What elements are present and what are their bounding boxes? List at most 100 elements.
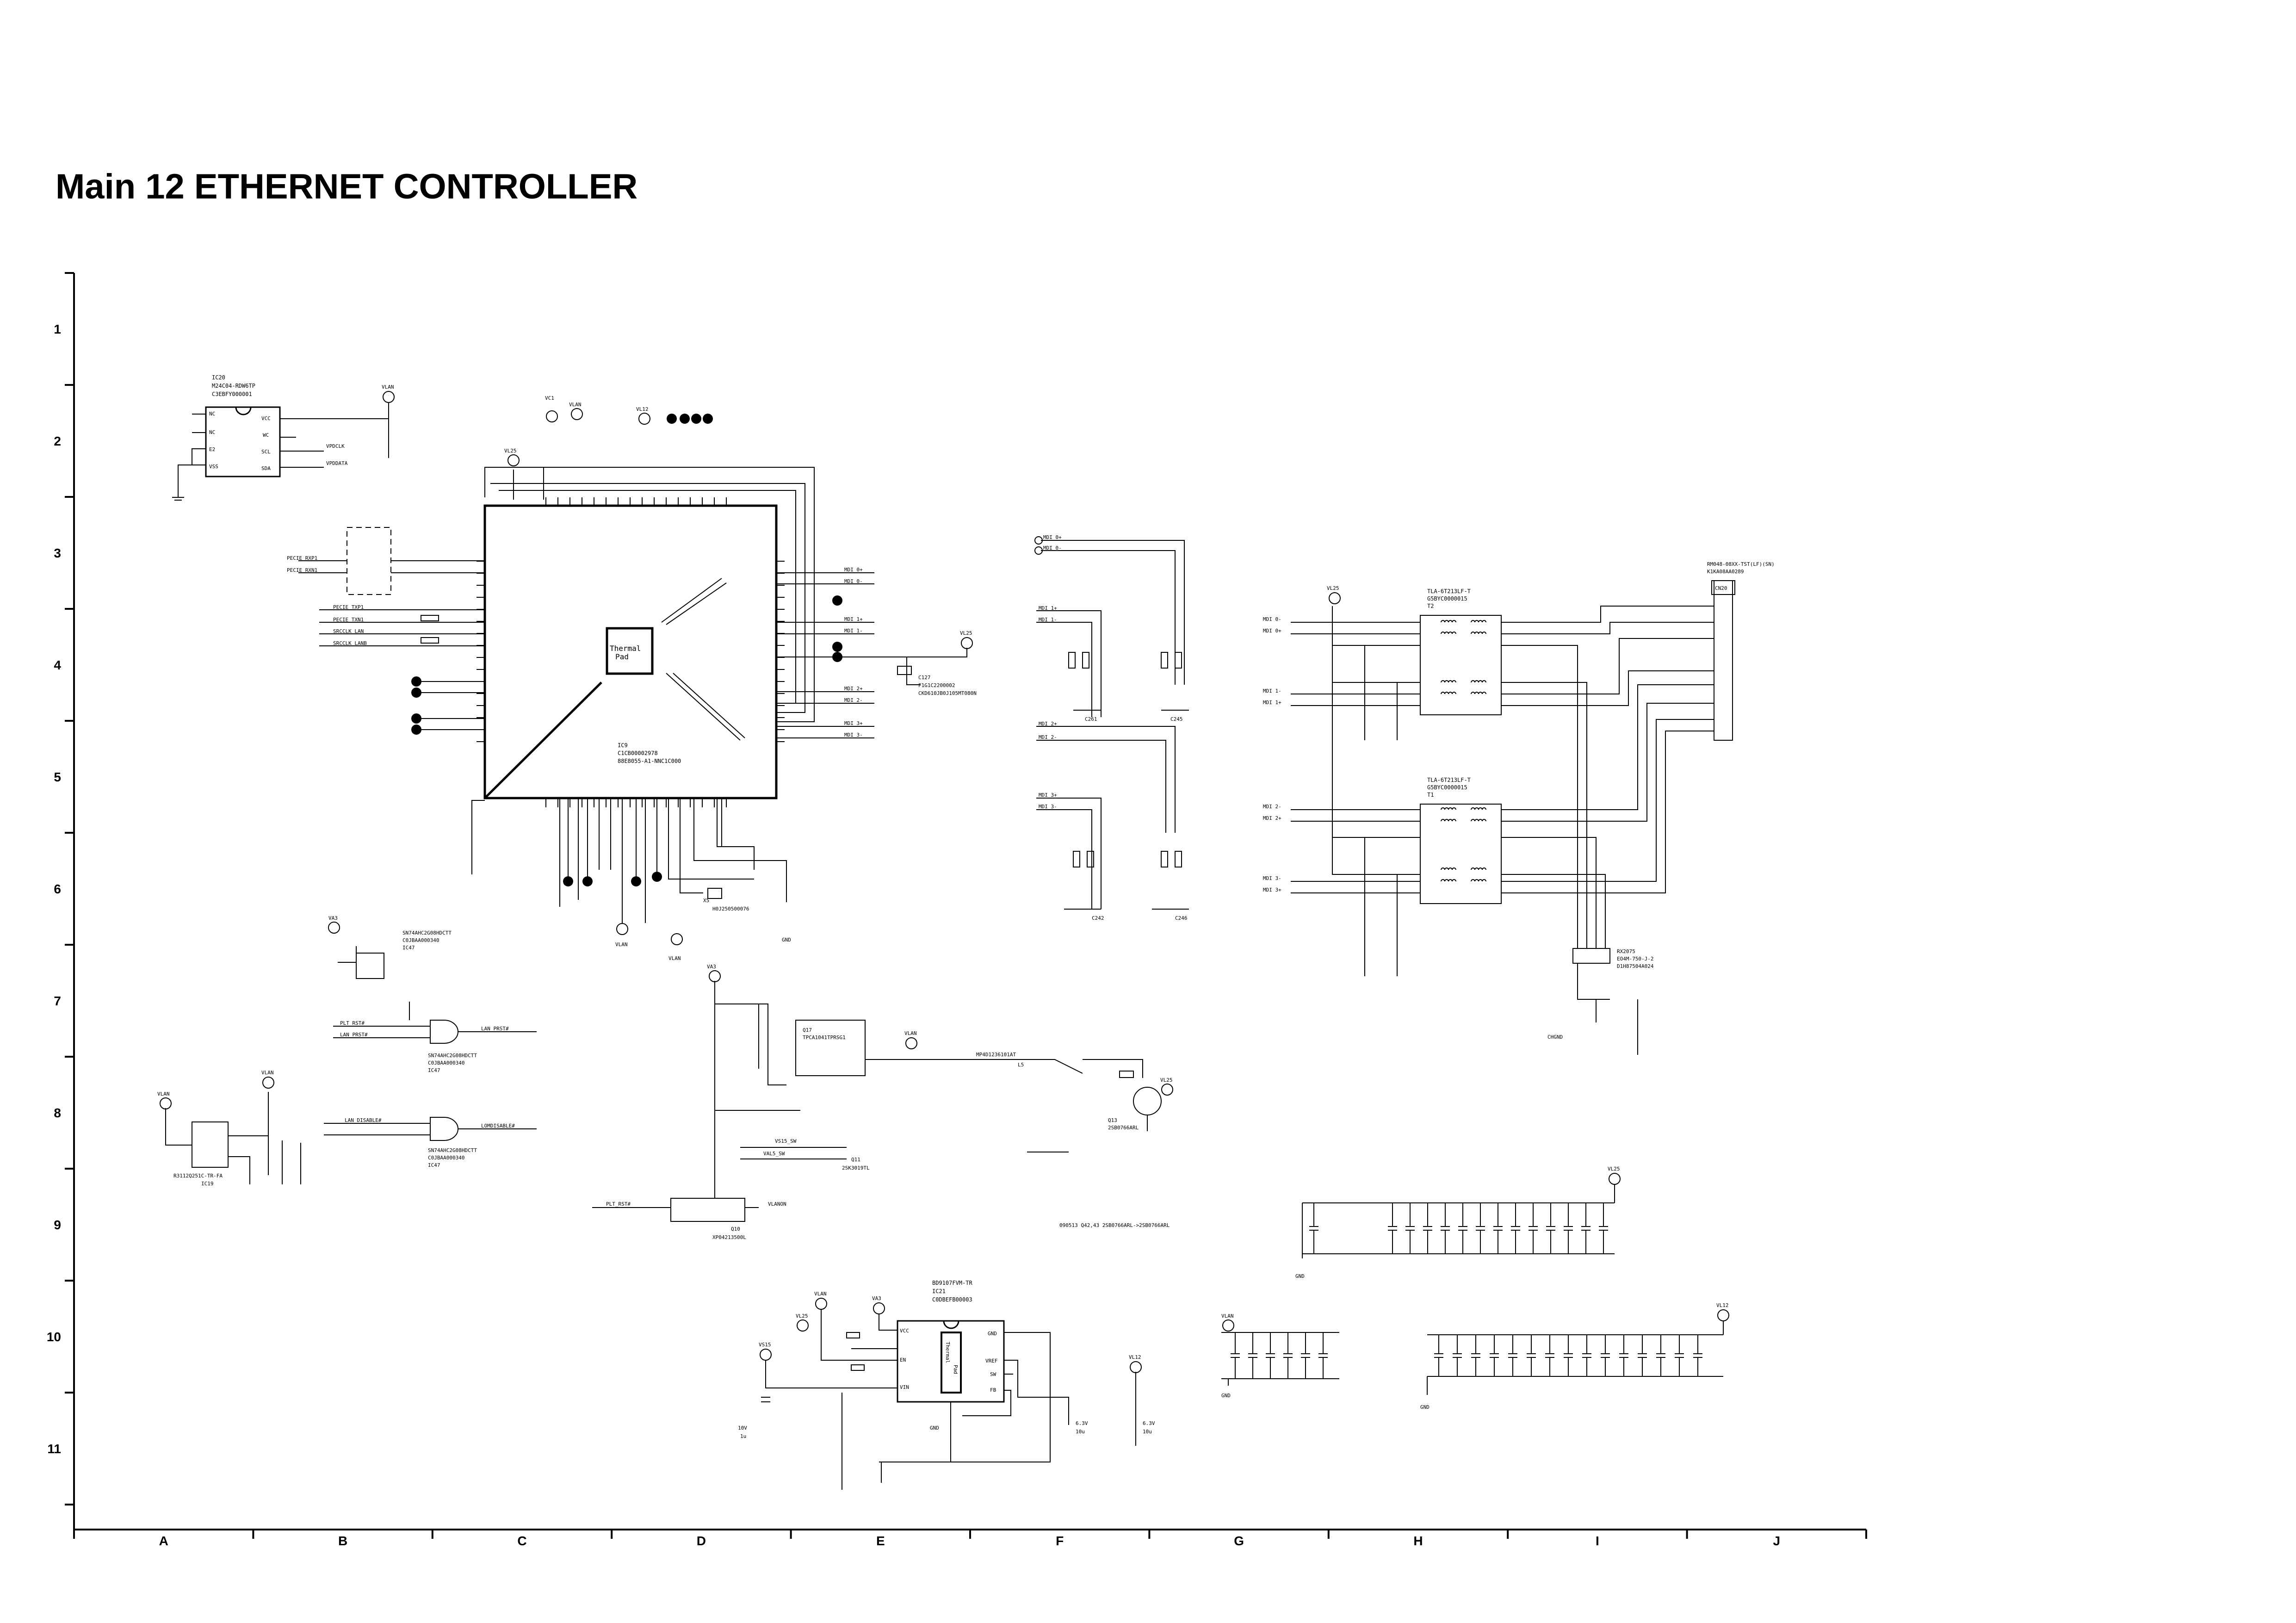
ic9-part1: C1CB00002978 [618, 750, 658, 756]
coil-turn [1448, 680, 1453, 683]
ic21-va3: VA3 [872, 1295, 881, 1301]
coil-turn [1478, 680, 1483, 683]
coil-turn [1482, 680, 1486, 683]
ic19-part1: R3112Q251C-TR-FA [173, 1173, 223, 1179]
q13-ref: Q13 [1108, 1117, 1117, 1123]
mag-mdi1m: MDI 1- [1263, 688, 1281, 694]
row-label: 4 [54, 658, 61, 672]
ic20-eeprom: IC20 M24C04-RDW6TP C3EBFY000001 NC NC E2… [172, 374, 395, 501]
ic21-pad-line1: Thermal [945, 1342, 951, 1363]
t1-part2: G5BYC0000015 [1427, 784, 1467, 791]
coil-turn [1452, 879, 1456, 882]
c216-value: 10u [1143, 1429, 1152, 1435]
q17-ref: Q17 [803, 1027, 812, 1033]
ic9-mdi0p: MDI 0+ [844, 567, 863, 573]
ic9-vlan-top: VLAN [569, 402, 582, 408]
bank2-gnd: GND [1221, 1393, 1231, 1399]
mag-mdi3p: MDI 3+ [1263, 887, 1281, 893]
power-switch [592, 981, 1162, 1222]
ic9-mdi0m: MDI 0- [844, 578, 863, 584]
transformer-coils [1441, 620, 1486, 882]
coil-turn [1452, 867, 1456, 870]
pecie-txp-label: PECIE_TXP1 [333, 604, 364, 610]
coil-turn [1471, 879, 1475, 882]
ic21-pin-gnd: GND [988, 1331, 997, 1337]
ic9-vc1: VC1 [545, 395, 554, 401]
q10-part1: XP04213500L [712, 1234, 746, 1240]
ic9-vl12: VL12 [636, 406, 649, 412]
ic20-pin-vss: VSS [209, 464, 218, 470]
ic9-ethernet-controller: Thermal Pad IC9 C1CB00002978 88E8055-A1-… [287, 395, 977, 961]
cn20-part2: K1KA08AA0289 [1707, 569, 1744, 575]
ic47a-part1: SN74AHC2G08HDCTT [402, 930, 452, 936]
ic9-mdi3m: MDI 3- [844, 732, 863, 738]
col-label: B [338, 1534, 347, 1548]
row-label: 1 [54, 322, 61, 336]
c245-ref: C245 [1170, 716, 1183, 722]
ic21-part2: C0DBEFB00003 [932, 1296, 972, 1303]
ic20-pin-nc2: NC [209, 429, 215, 435]
ic20-pin-e2: E2 [209, 446, 215, 452]
ic21-gnd: GND [930, 1425, 939, 1431]
coil-turn [1471, 807, 1475, 810]
rm-part2: D1H87504A024 [1617, 963, 1654, 969]
srcclk-lanb-label: SRCCLK_LANB [333, 640, 367, 646]
ic21-vl25: VL25 [796, 1313, 808, 1319]
coil-turn [1482, 867, 1486, 870]
ic20-pin-vcc: VCC [261, 415, 271, 421]
coil-turn [1441, 807, 1445, 810]
q10-ref: Q10 [731, 1226, 740, 1232]
ic20-pin-wc: WC [263, 432, 269, 438]
t1-part1: TLA-6T213LF-T [1427, 777, 1471, 783]
coil-turn [1444, 692, 1449, 694]
ic21-pin-vcc: VCC [900, 1328, 909, 1334]
coil-turn [1448, 819, 1453, 822]
ic9-mdi1m: MDI 1- [844, 628, 863, 634]
term-mdi3m: MDI 3- [1039, 804, 1057, 810]
ic9-pad-line2: Pad [615, 652, 629, 661]
c246-ref: C246 [1175, 915, 1188, 921]
c127-ref: C127 [918, 675, 931, 681]
ic9-gnd: GND [782, 937, 791, 943]
page-title: Main 12 ETHERNET CONTROLLER [56, 167, 638, 206]
ic47c-part1: SN74AHC2G08HDCTT [428, 1147, 477, 1153]
coil-turn [1441, 680, 1445, 683]
coil-turn [1444, 680, 1449, 683]
coil-turn [1441, 819, 1445, 822]
ic9-mdi2p: MDI 2+ [844, 686, 863, 692]
gate-labels: VA3 SN74AHC2G08HDCTT C0JBAA000340 IC47 P… [328, 915, 515, 1168]
rm-ref: RX2075 [1617, 948, 1635, 954]
bank2-vlan: VLAN [1221, 1313, 1234, 1319]
coil-turn [1474, 819, 1479, 822]
vlanon-label: VLANON [768, 1201, 786, 1207]
mag-mdi2p: MDI 2+ [1263, 815, 1281, 821]
ic47c-part2: C0JBAA000340 [428, 1155, 464, 1161]
coil-turn [1448, 807, 1453, 810]
ic20-pin-sda: SDA [261, 465, 271, 471]
col-label: E [876, 1534, 885, 1548]
l5-ref: L5 [1018, 1062, 1024, 1068]
lan-disable-label: LAN_DISABLE# [345, 1117, 382, 1123]
coil-turn [1474, 807, 1479, 810]
transformer-t1: TLA-6T213LF-T G5BYC0000015 T1 [1420, 777, 1502, 904]
col-label: F [1056, 1534, 1064, 1548]
coil-turn [1448, 632, 1453, 634]
c127-part1: F1G1C2200002 [918, 682, 955, 688]
coil-turn [1482, 620, 1486, 623]
coil-turn [1471, 867, 1475, 870]
coil-turn [1482, 807, 1486, 810]
ic47a-ref: IC47 [402, 945, 415, 951]
coil-turn [1474, 692, 1479, 694]
ic9-pad-line1: Thermal [610, 644, 641, 653]
vpdclk-label: VPDCLK [326, 443, 345, 449]
coil-turn [1448, 879, 1453, 882]
coil-turn [1448, 620, 1453, 623]
ic47a-part2: C0JBAA000340 [402, 937, 439, 943]
ic20-part2: C3EBFY000001 [212, 391, 252, 397]
pecie-rxn-label: PECIE_RXN1 [287, 567, 317, 573]
bank1-gnd: GND [1295, 1273, 1305, 1279]
mag-mdi2m: MDI 2- [1263, 804, 1281, 810]
ic19-ref: IC19 [201, 1181, 214, 1187]
plt-rst-label: PLT_RST# [340, 1020, 365, 1026]
ic21-vl12: VL12 [1129, 1354, 1141, 1360]
